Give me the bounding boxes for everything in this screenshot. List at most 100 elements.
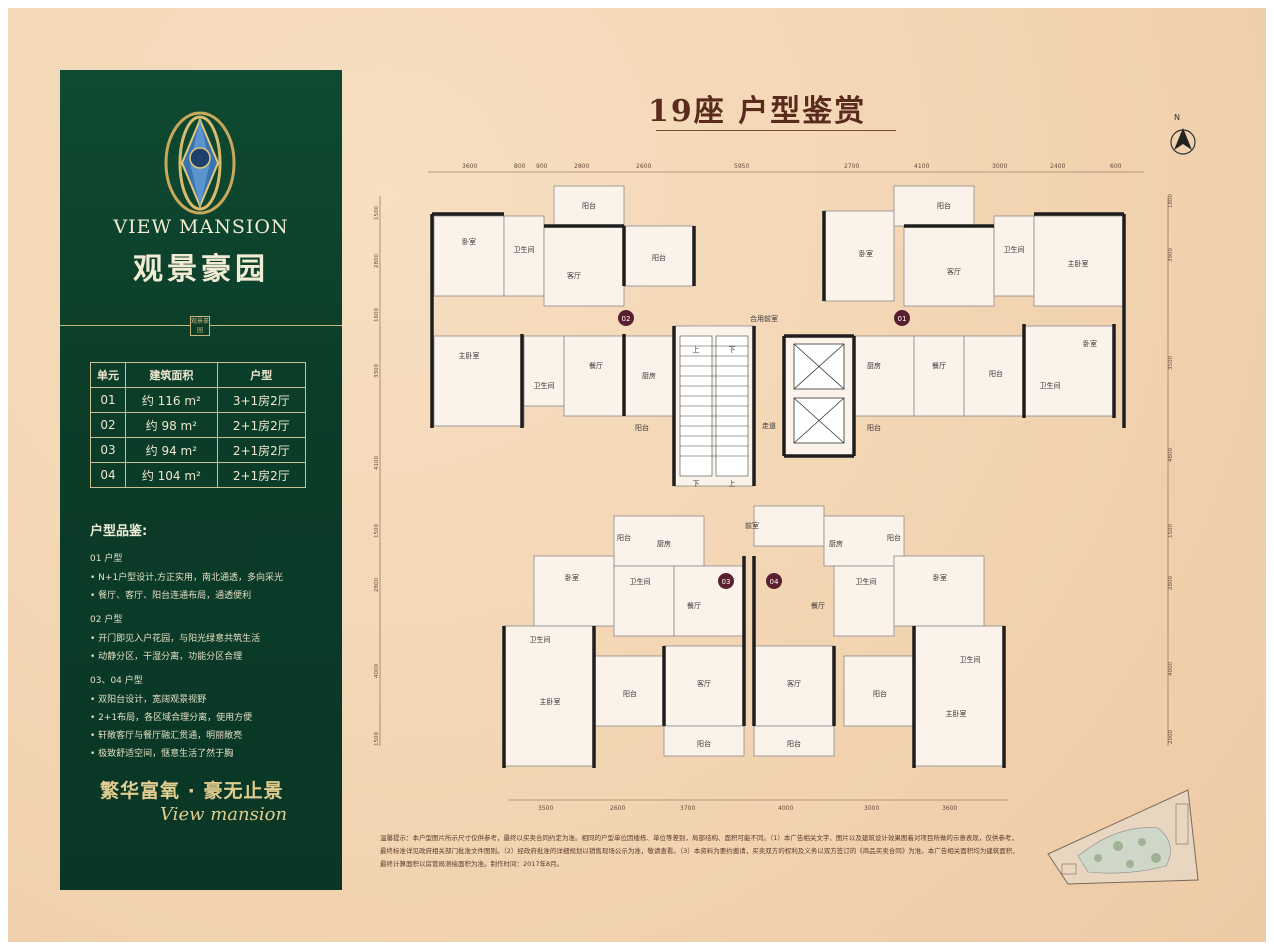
dim-label: 900	[536, 163, 548, 170]
feature-item: • 餐厅、客厅、阳台连通布局，通透便利	[90, 591, 252, 601]
unit-marker-01: 01	[898, 315, 907, 323]
room-label: 厨房	[829, 539, 843, 548]
elevators	[793, 343, 845, 444]
dim-label: 1500	[374, 524, 380, 538]
dim-label: 3000	[864, 805, 879, 812]
room-label: 主卧室	[1068, 259, 1089, 268]
room-label: 阳台	[937, 201, 951, 210]
stair-label-down: 下	[729, 346, 736, 354]
brand-name-cn: 观景豪园	[133, 252, 269, 287]
table-row: 01 约 116 m² 3+1房2厅	[89, 387, 307, 413]
room-label: 阳台	[989, 369, 1003, 378]
stairs	[679, 335, 749, 477]
feature-item: • 开门即见入户花园，与阳光绿意共筑生活	[90, 634, 261, 644]
room-label: 客厅	[787, 679, 801, 688]
room-label: 厨房	[657, 539, 671, 548]
room-label: 卫生间	[856, 577, 877, 586]
table-header: 建筑面积	[125, 362, 218, 388]
dim-label: 1800	[1168, 194, 1174, 208]
room-label: 阳台	[617, 533, 631, 542]
feature-group: 02 户型 • 开门即见入户花园，与阳光绿意共筑生活 • 动静分区，干湿分离，功…	[90, 612, 330, 662]
room-label: 合用前室	[750, 314, 778, 323]
table-cell: 2+1房2厅	[216, 437, 307, 463]
unit-marker-02: 02	[622, 315, 631, 323]
table-cell: 2+1房2厅	[216, 462, 307, 488]
dim-label: 1500	[1168, 524, 1174, 538]
dim-label: 5950	[734, 163, 749, 170]
site-plan-thumbnail	[1047, 789, 1199, 885]
feature-item: • 2+1布局，各区域合理分离，使用方便	[90, 713, 253, 723]
feature-group: 01 户型 • N+1户型设计,方正实用，南北通透，多向采光 • 餐厅、客厅、阳…	[90, 551, 330, 601]
dim-label: 1500	[374, 732, 380, 746]
room-label: 卫生间	[630, 577, 651, 586]
dim-label: 3500	[1168, 356, 1174, 370]
room-label: 阳台	[867, 423, 881, 432]
table-header: 户型	[216, 362, 307, 388]
unit-markers	[618, 310, 910, 589]
room-label: 阳台	[887, 533, 901, 542]
diamond-logo-icon	[164, 111, 236, 215]
room-label: 主卧室	[540, 697, 561, 706]
dim-label: 600	[1110, 163, 1122, 170]
dim-label: 2700	[844, 163, 859, 170]
left-dimensions: 1500 2800 1600 3300 4100 1500 2800 4000 …	[374, 206, 380, 746]
room-label: 客厅	[947, 267, 961, 276]
seal-stamp: 观景豪园	[190, 316, 210, 336]
table-cell: 约 94 m²	[125, 437, 218, 463]
title-underline	[656, 130, 896, 131]
features-section: 户型品鉴: 01 户型 • N+1户型设计,方正实用，南北通透，多向采光 • 餐…	[90, 520, 330, 770]
brand-panel: VIEW MANSION 观景豪园 观景豪园 单元 建筑面积 户型 01 约 1…	[60, 70, 342, 890]
unit-marker-04: 04	[770, 578, 779, 586]
room-label: 卧室	[933, 573, 947, 582]
feature-group-head: 03、04 户型	[90, 676, 143, 686]
room-label: 客厅	[697, 679, 711, 688]
table-cell: 04	[89, 462, 127, 488]
slogan-cn: 繁华富氧 · 豪无止景	[100, 780, 284, 802]
dim-label: 2400	[1050, 163, 1065, 170]
table-cell: 2+1房2厅	[216, 412, 307, 438]
room-label: 卫生间	[534, 381, 555, 390]
room-label: 卧室	[1083, 339, 1097, 348]
room-label: 卧室	[462, 237, 476, 246]
feature-item: • 极致舒适空间，惬意生活了然于胸	[90, 749, 234, 759]
room-fills	[433, 185, 1125, 767]
page-title: 19座 户型鉴赏	[648, 94, 867, 129]
feature-group-head: 02 户型	[90, 615, 123, 625]
room-label: 卫生间	[1004, 245, 1025, 254]
feature-group: 03、04 户型 • 双阳台设计，宽阔观景视野 • 2+1布局，各区域合理分离，…	[90, 673, 330, 759]
dim-label: 2800	[1168, 576, 1174, 590]
dim-label: 3600	[462, 163, 477, 170]
room-label: 餐厅	[811, 601, 825, 610]
room-label: 阳台	[582, 201, 596, 210]
dim-label: 4100	[374, 456, 380, 470]
dim-label: 3900	[1168, 248, 1174, 262]
dim-label: 2000	[1168, 730, 1174, 744]
room-label: 走道	[762, 421, 776, 430]
unit-marker-labels: 02 01 03 04	[622, 315, 907, 586]
unit-area-table: 单元 建筑面积 户型 01 约 116 m² 3+1房2厅 02 约 98 m²…	[89, 362, 307, 488]
table-cell: 3+1房2厅	[216, 387, 307, 413]
room-label: 卧室	[565, 573, 579, 582]
table-cell: 02	[89, 412, 127, 438]
room-label: 餐厅	[589, 361, 603, 370]
room-label: 卧室	[859, 249, 873, 258]
dim-label: 3300	[374, 364, 380, 378]
feature-group-head: 01 户型	[90, 554, 123, 564]
bottom-dimensions: 3500 2600 3700 4000 3000 3600	[538, 805, 957, 812]
top-dimensions: 3600 800 900 2800 2600 5950 2700 4100 30…	[462, 163, 1122, 170]
disclaimer-note: 温馨提示：本户型图片所示尺寸仅供参考，最终以买卖合同约定为准。相同的户型单位因楼…	[380, 834, 1019, 868]
table-header: 单元	[89, 362, 127, 388]
room-label: 阳台	[652, 253, 666, 262]
room-label: 阳台	[787, 739, 801, 748]
table-cell: 约 116 m²	[125, 387, 218, 413]
dim-label: 4000	[374, 664, 380, 678]
dim-label: 3600	[942, 805, 957, 812]
dim-label: 2800	[374, 254, 380, 268]
dim-label: 1500	[374, 206, 380, 220]
stair-label-down: 下	[693, 480, 700, 488]
features-title: 户型品鉴:	[90, 524, 148, 539]
table-cell: 约 98 m²	[125, 412, 218, 438]
unit-marker-03: 03	[722, 578, 731, 586]
dim-label: 3000	[992, 163, 1007, 170]
dim-label: 4000	[778, 805, 793, 812]
